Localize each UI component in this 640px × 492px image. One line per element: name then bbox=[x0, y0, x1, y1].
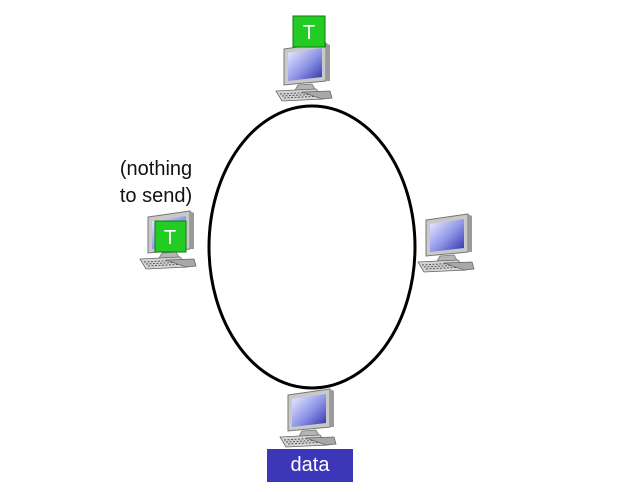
ring-network bbox=[207, 104, 417, 390]
computer-icon bbox=[279, 388, 337, 448]
annotation-line-2: to send) bbox=[119, 185, 193, 207]
nothing-to-send-annotation: (nothing to send) bbox=[96, 156, 216, 210]
data-frame: data bbox=[267, 449, 353, 482]
token-label: T bbox=[303, 22, 315, 44]
token-label: T bbox=[164, 227, 176, 249]
computer-icon bbox=[275, 42, 333, 102]
annotation-line-1: (nothing bbox=[119, 158, 193, 180]
token-icon: T bbox=[292, 15, 326, 48]
token-icon: T bbox=[154, 220, 187, 253]
computer-icon bbox=[417, 213, 475, 273]
